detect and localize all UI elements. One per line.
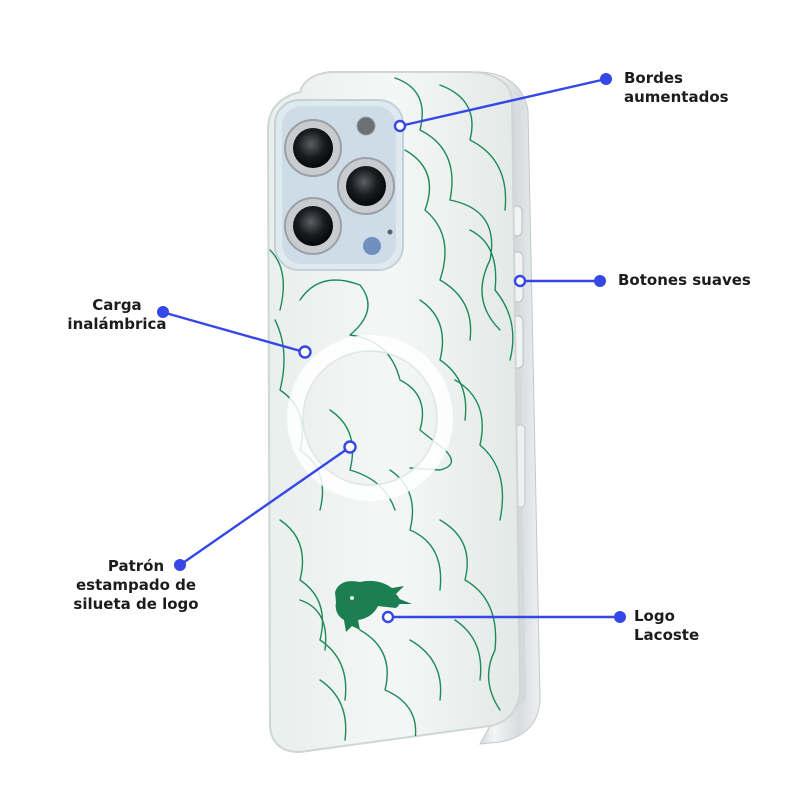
callout-label-patron: Patrón estampado de silueta de logo [62, 557, 210, 614]
callout-carga-line1: Carga [92, 296, 142, 314]
callout-dot-carga [157, 306, 169, 318]
callout-label-logo: Logo Lacoste [634, 607, 699, 645]
lidar-sensor-icon [356, 116, 376, 136]
callout-label-carga: Carga inalámbrica [62, 296, 172, 334]
callout-target-bordes [393, 119, 407, 133]
callout-label-botones: Botones suaves [618, 271, 751, 290]
callout-line-carga [161, 310, 305, 354]
callout-target-carga [298, 345, 312, 359]
callout-dot-botones [594, 275, 606, 287]
callout-bordes-line2: aumentados [624, 88, 729, 106]
lacoste-logo-icon [335, 580, 412, 632]
callout-bordes-line1: Bordes [624, 69, 683, 87]
callout-patron-line2: estampado de [75, 576, 197, 594]
microphone-dot-icon [387, 229, 393, 235]
callout-carga-line2: inalámbrica [67, 315, 167, 333]
magsafe-ring [287, 335, 453, 501]
magsafe-ring-inner [302, 350, 438, 486]
callout-dot-patron [174, 559, 186, 571]
callout-patron-line3: silueta de logo [73, 595, 199, 613]
callout-line-patron [179, 446, 351, 566]
callout-target-patron [343, 440, 357, 454]
callout-botones-line1: Botones suaves [618, 271, 751, 289]
callout-logo-line1: Logo [634, 607, 675, 625]
callout-target-logo [381, 610, 395, 624]
callout-line-bordes [399, 77, 607, 128]
callout-dot-logo [614, 611, 626, 623]
callout-target-botones [513, 274, 527, 288]
callout-logo-line2: Lacoste [634, 626, 700, 644]
camera-module [274, 99, 404, 271]
callout-label-bordes: Bordes aumentados [624, 69, 729, 107]
callout-patron-line1: Patrón [107, 557, 165, 575]
flash-icon [363, 237, 381, 255]
callout-dot-bordes [600, 73, 612, 85]
callout-lines [161, 77, 620, 619]
